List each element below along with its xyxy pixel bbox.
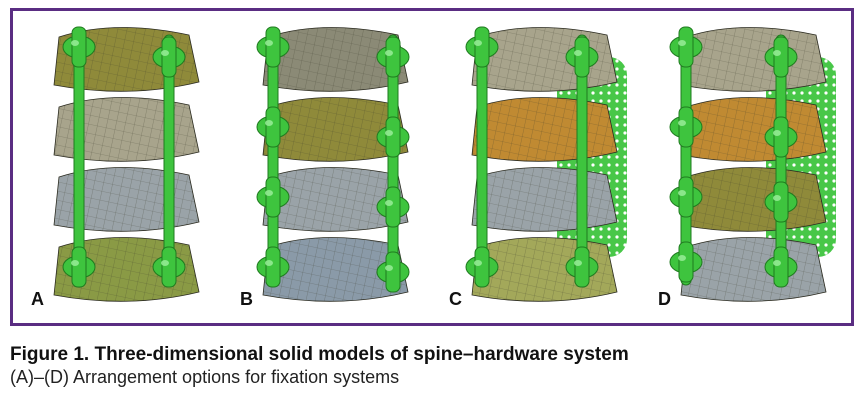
figure-caption: Figure 1. Three-dimensional solid models… <box>10 344 856 388</box>
vertebra <box>262 167 409 232</box>
pedicle-screw <box>376 116 410 158</box>
vertebra <box>680 237 827 302</box>
panel-label-a: A <box>31 289 44 309</box>
panel-a: A <box>19 17 219 320</box>
vertebra <box>471 97 618 162</box>
panel-label-b: B <box>240 289 253 309</box>
vertebra <box>53 97 200 162</box>
pedicle-screw <box>669 241 703 283</box>
panel-d: D <box>646 17 846 320</box>
panel-c: C <box>437 17 637 320</box>
pedicle-screw <box>256 176 290 218</box>
spine-model-d <box>669 26 836 302</box>
pedicle-screw <box>764 36 798 78</box>
pedicle-screw <box>764 181 798 223</box>
vertebra <box>262 97 409 162</box>
pedicle-screw <box>376 36 410 78</box>
vertebra <box>262 237 409 302</box>
vertebra <box>680 97 827 162</box>
vertebra <box>53 167 200 232</box>
pedicle-screw <box>152 246 186 288</box>
panel-label-c: C <box>449 289 462 309</box>
pedicle-screw <box>376 251 410 293</box>
vertebra <box>471 167 618 232</box>
pedicle-screw <box>764 116 798 158</box>
pedicle-screw <box>256 246 290 288</box>
panel-b: B <box>228 17 428 320</box>
spine-model-b <box>256 26 410 302</box>
pedicle-screw <box>669 176 703 218</box>
pedicle-screw <box>465 26 499 68</box>
caption-subtitle: (A)–(D) Arrangement options for fixation… <box>10 367 400 387</box>
pedicle-screw <box>62 246 96 288</box>
pedicle-screw <box>669 106 703 148</box>
pedicle-screw <box>256 106 290 148</box>
figure-frame: A B C D <box>10 8 854 326</box>
vertebra <box>680 27 827 92</box>
pedicle-screw <box>376 186 410 228</box>
caption-title: Figure 1. Three-dimensional solid models… <box>10 344 629 365</box>
pedicle-screw <box>565 36 599 78</box>
pedicle-screw <box>256 26 290 68</box>
panel-label-d: D <box>658 289 671 309</box>
pedicle-screw <box>764 246 798 288</box>
vertebra <box>262 27 409 92</box>
spine-model-c <box>465 26 627 302</box>
pedicle-screw <box>62 26 96 68</box>
pedicle-screw <box>565 246 599 288</box>
spine-model-a <box>53 26 200 302</box>
pedicle-screw <box>669 26 703 68</box>
pedicle-screw <box>152 36 186 78</box>
vertebra <box>680 167 827 232</box>
pedicle-screw <box>465 246 499 288</box>
